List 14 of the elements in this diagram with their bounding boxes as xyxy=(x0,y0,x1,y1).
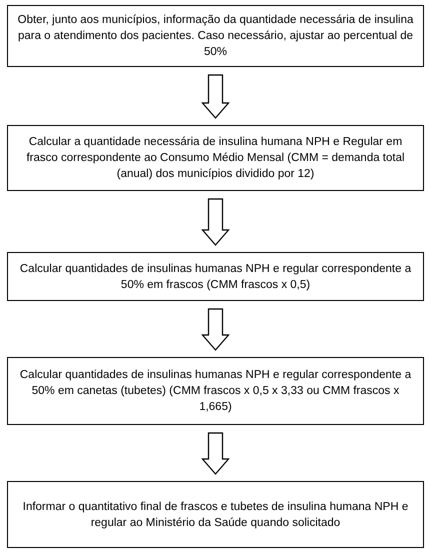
step-text: Calcular a quantidade necessária de insulina humana NPH e Regular em frasco correspondente ao Consumo Médio Mensal (CMM = demanda total (anual) dos municípios dividido por 12) xyxy=(25,135,406,182)
block-arrow xyxy=(201,308,230,351)
step-text: Calcular quantidades de insulinas humanas NPH e regular correspondente a 50% em canetas (tubetes) (CMM frascos x 0,5 x 3,33 ou CMM frascos x 1,665) xyxy=(18,368,412,415)
step-text: Calcular quantidades de insulinas humanas NPH e regular correspondente a 50% em frascos (CMM frascos x 0,5) xyxy=(18,262,412,292)
process-box xyxy=(7,5,424,67)
process-box xyxy=(7,125,424,191)
step-text: Informar o quantitativo final de frascos e tubetes de insulina humana NPH e regular ao Ministério da Saúde quando solicitado xyxy=(22,500,410,530)
process-box xyxy=(7,357,424,425)
block-arrow xyxy=(201,198,230,246)
step-text: Obter, junto aos municípios, informação da quantidade necessária de insulina para o atendimento dos pacientes. Caso necessário, ajustar ao percentual de 50% xyxy=(16,13,414,60)
process-box xyxy=(7,481,424,548)
block-arrow xyxy=(201,74,230,119)
process-box xyxy=(7,252,424,301)
block-arrow xyxy=(201,432,230,475)
